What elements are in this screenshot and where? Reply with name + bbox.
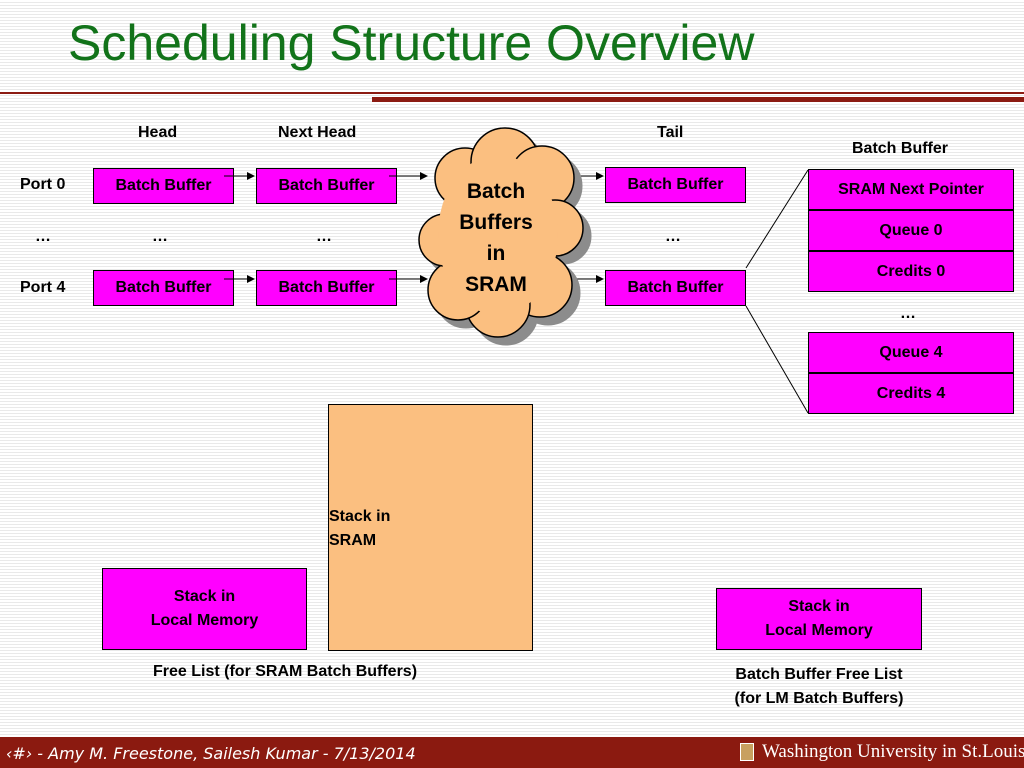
ellipsis-head: … xyxy=(152,228,168,245)
cloud-fill xyxy=(438,155,558,315)
fan-line-top xyxy=(745,169,809,269)
title-rule-thin xyxy=(0,92,1024,94)
caption-free-list: Free List (for SRAM Batch Buffers) xyxy=(153,663,418,680)
stack-lm-right-line1: Stack in xyxy=(788,598,850,615)
field-queue-0: Queue 0 xyxy=(808,210,1014,251)
stack-in-local-memory-right: Stack in Local Memory xyxy=(716,588,922,650)
cloud-label-line3: in xyxy=(486,242,506,265)
field-sram-next-pointer: SRAM Next Pointer xyxy=(808,169,1014,210)
ellipsis-tail: … xyxy=(665,228,681,245)
caption-bb-free-list-line2: (for LM Batch Buffers) xyxy=(734,690,904,707)
stack-in-local-memory-left: Stack in Local Memory xyxy=(102,568,307,650)
university-name: Washington University in St.Louis xyxy=(762,741,1024,762)
ellipsis-ports: … xyxy=(35,228,51,245)
cloud-label-line2: Buffers xyxy=(459,211,533,234)
university-logo: Washington University in St.Louis xyxy=(740,741,1024,763)
batch-buffer-port4-tail: Batch Buffer xyxy=(605,270,746,306)
stack-in-sram: Stack in SRAM xyxy=(328,404,533,651)
batch-buffer-port0-next-head: Batch Buffer xyxy=(256,168,397,204)
stack-lm-left-line1: Stack in xyxy=(173,588,236,605)
batch-buffer-port0-head: Batch Buffer xyxy=(93,168,234,204)
caption-bb-free-list-line1: Batch Buffer Free List xyxy=(735,666,903,683)
fan-line-bottom xyxy=(745,305,809,414)
field-queue-4: Queue 4 xyxy=(808,332,1014,373)
cloud-label-line4: SRAM xyxy=(465,273,527,296)
column-label-tail: Tail xyxy=(657,124,684,141)
stack-lm-right-line2: Local Memory xyxy=(765,622,873,639)
stack-sram-line1: Stack in xyxy=(329,508,391,525)
column-label-next-head: Next Head xyxy=(278,124,357,141)
port-label-0: Port 0 xyxy=(20,176,66,193)
footer-credit: ‹#› - Amy M. Freestone, Sailesh Kumar - … xyxy=(6,744,416,763)
column-label-head: Head xyxy=(138,124,178,141)
slide-title: Scheduling Structure Overview xyxy=(68,15,755,71)
port-label-4: Port 4 xyxy=(20,279,66,296)
detail-ellipsis: … xyxy=(900,305,916,322)
batch-buffer-port4-next-head: Batch Buffer xyxy=(256,270,397,306)
cloud-label: Batch Buffers in SRAM xyxy=(448,176,544,300)
stack-lm-left-line2: Local Memory xyxy=(150,612,259,629)
ellipsis-next-head: … xyxy=(316,228,332,245)
stack-sram-line2: SRAM xyxy=(329,532,377,549)
cloud-label-line1: Batch xyxy=(466,180,526,203)
field-credits-0: Credits 0 xyxy=(808,251,1014,292)
batch-buffer-port0-tail: Batch Buffer xyxy=(605,167,746,203)
caption-bb-free-list: Batch Buffer Free List (for LM Batch Buf… xyxy=(700,663,938,711)
batch-buffer-port4-head: Batch Buffer xyxy=(93,270,234,306)
field-credits-4: Credits 4 xyxy=(808,373,1014,414)
title-rule-thick xyxy=(372,97,1024,102)
detail-heading: Batch Buffer xyxy=(852,140,949,157)
shield-icon xyxy=(740,743,754,761)
footer-bar xyxy=(0,737,1024,768)
